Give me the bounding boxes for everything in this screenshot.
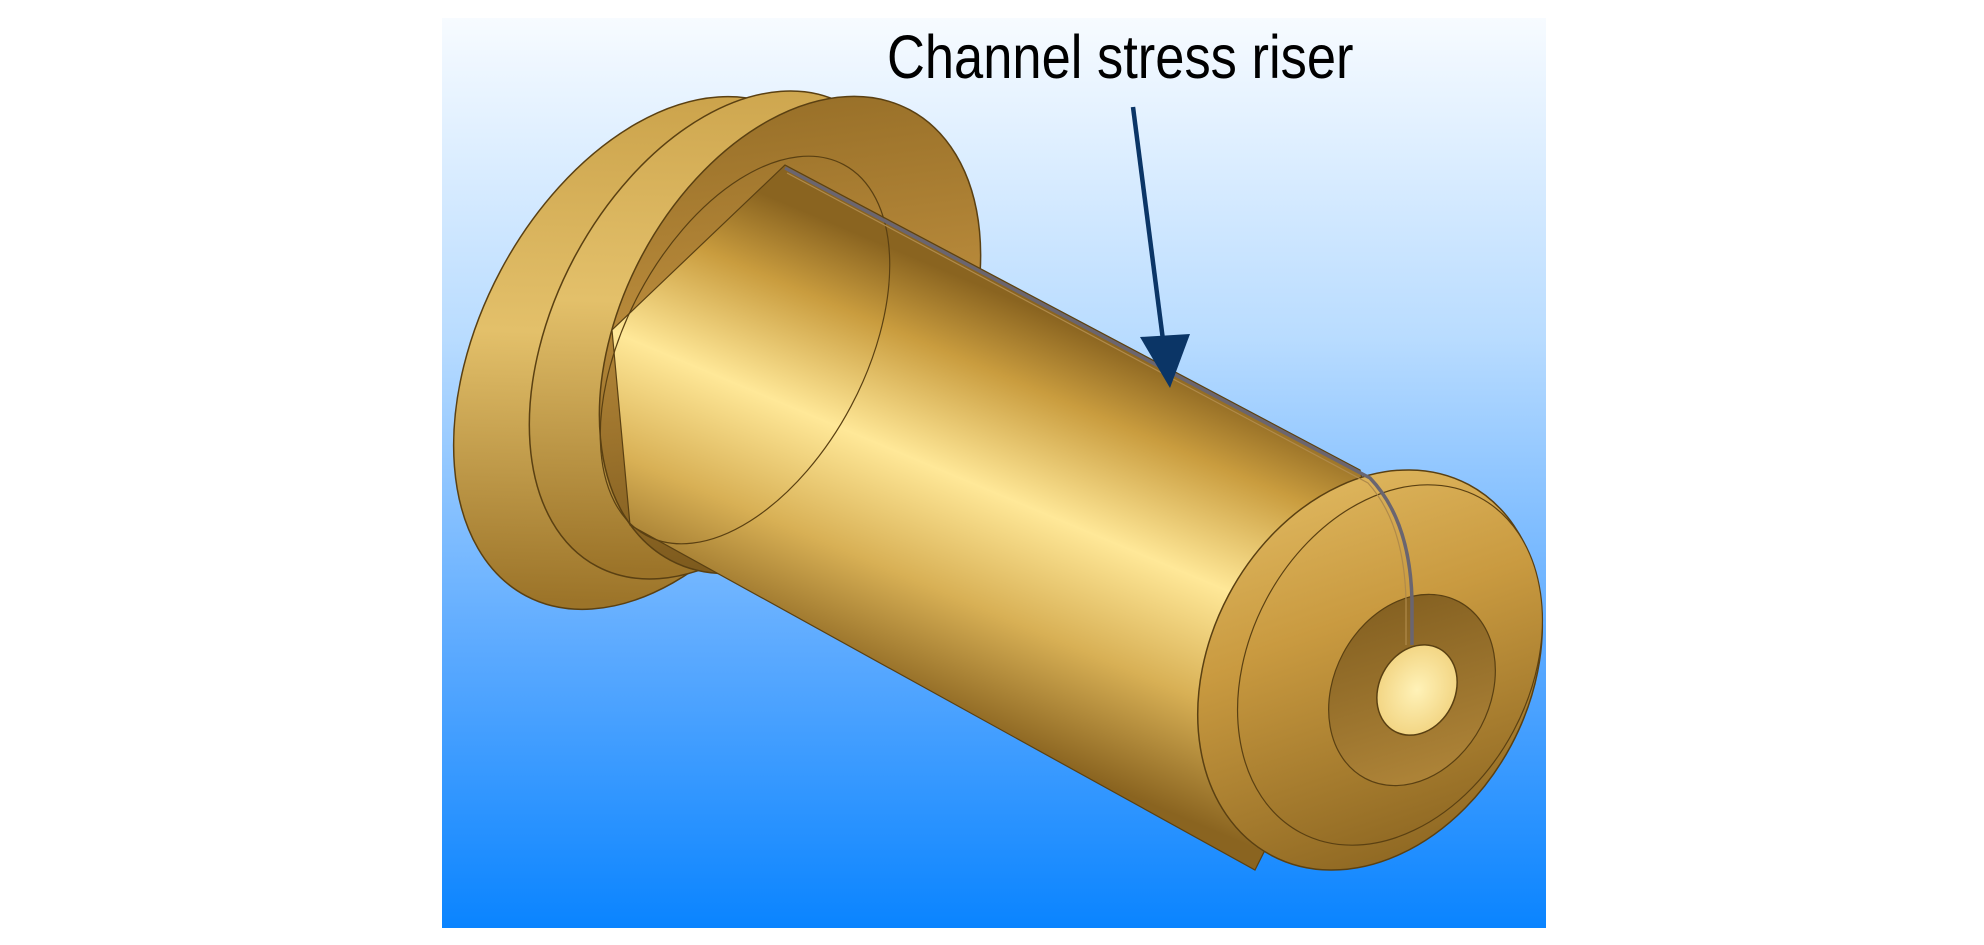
callout-arrow-head — [1140, 334, 1190, 388]
callout-arrow-shaft — [1130, 106, 1166, 341]
channel-stress-riser-edge — [786, 172, 1407, 645]
through-bore — [1376, 644, 1458, 736]
body-root-edge — [599, 155, 891, 545]
bushing-body — [611, 164, 1391, 871]
callout-label: Channel stress riser — [887, 23, 1354, 91]
channel-stress-riser — [784, 166, 1414, 645]
